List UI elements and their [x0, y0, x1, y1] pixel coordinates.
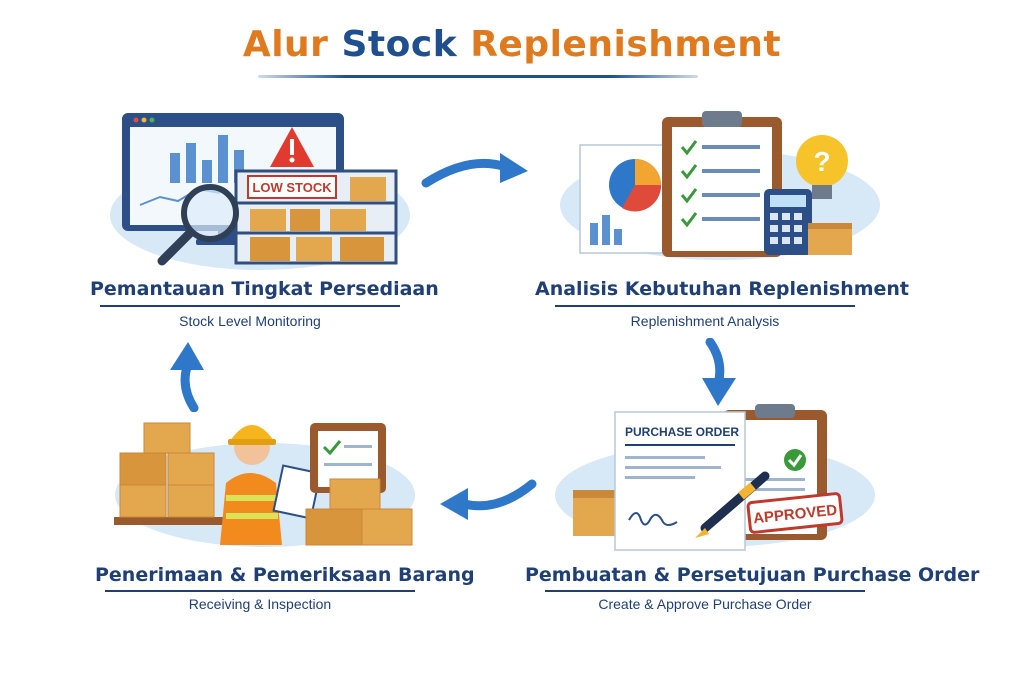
hard-hat-icon: [228, 425, 276, 445]
step4-subtitle: Receiving & Inspection: [188, 596, 332, 612]
step2-illustration: ?: [550, 105, 890, 265]
clipboard-icon: [310, 423, 386, 493]
arrow-step4-to-step1: [170, 342, 204, 412]
step3-divider: [545, 590, 865, 592]
calculator-icon: [764, 189, 812, 255]
step2-title: Analisis Kebutuhan Replenishment: [535, 278, 910, 300]
step1-divider: [100, 305, 400, 307]
warning-icon: [270, 127, 314, 167]
box-icon: [808, 223, 852, 255]
step4-divider: [105, 590, 415, 592]
purchase-order-document: PURCHASE ORDER: [614, 411, 746, 551]
pie-chart-icon: [609, 159, 662, 212]
title-word-2: Stock: [341, 24, 458, 65]
step3-illustration: PURCHASE ORDER APPROVED: [545, 400, 885, 560]
step1-title: Pemantauan Tingkat Persediaan: [90, 278, 439, 300]
step2-divider: [555, 305, 855, 307]
arrow-step3-to-step4: [440, 479, 537, 520]
box-icon: [305, 478, 413, 546]
pen-icon: [695, 471, 770, 538]
worker-figure: [220, 425, 322, 545]
step2-subtitle: Replenishment Analysis: [630, 313, 780, 329]
po-header: PURCHASE ORDER: [625, 425, 739, 439]
step4-illustration: [100, 395, 430, 555]
page-title: Alur Stock Replenishment: [0, 24, 1024, 65]
magnifier-icon: [157, 184, 239, 266]
svg-text:?: ?: [813, 146, 830, 177]
clipboard-icon: [662, 111, 782, 257]
title-word-1: Alur: [242, 24, 329, 65]
arrow-step2-to-step3: [702, 338, 736, 406]
step3-subtitle: Create & Approve Purchase Order: [598, 596, 812, 612]
low-stock-badge: LOW STOCK: [252, 180, 332, 195]
step1-subtitle: Stock Level Monitoring: [179, 313, 321, 329]
title-word-3: Replenishment: [470, 24, 782, 65]
lightbulb-icon: ?: [796, 135, 848, 199]
step4-title: Penerimaan & Pemeriksaan Barang: [95, 564, 475, 586]
arrow-step1-to-step2: [421, 153, 528, 188]
title-underline: [258, 75, 698, 78]
step1-illustration: LOW STOCK: [100, 105, 430, 275]
approved-stamp: APPROVED: [746, 492, 844, 534]
box-icon: [114, 422, 224, 525]
step3-title: Pembuatan & Persetujuan Purchase Order: [525, 564, 980, 586]
